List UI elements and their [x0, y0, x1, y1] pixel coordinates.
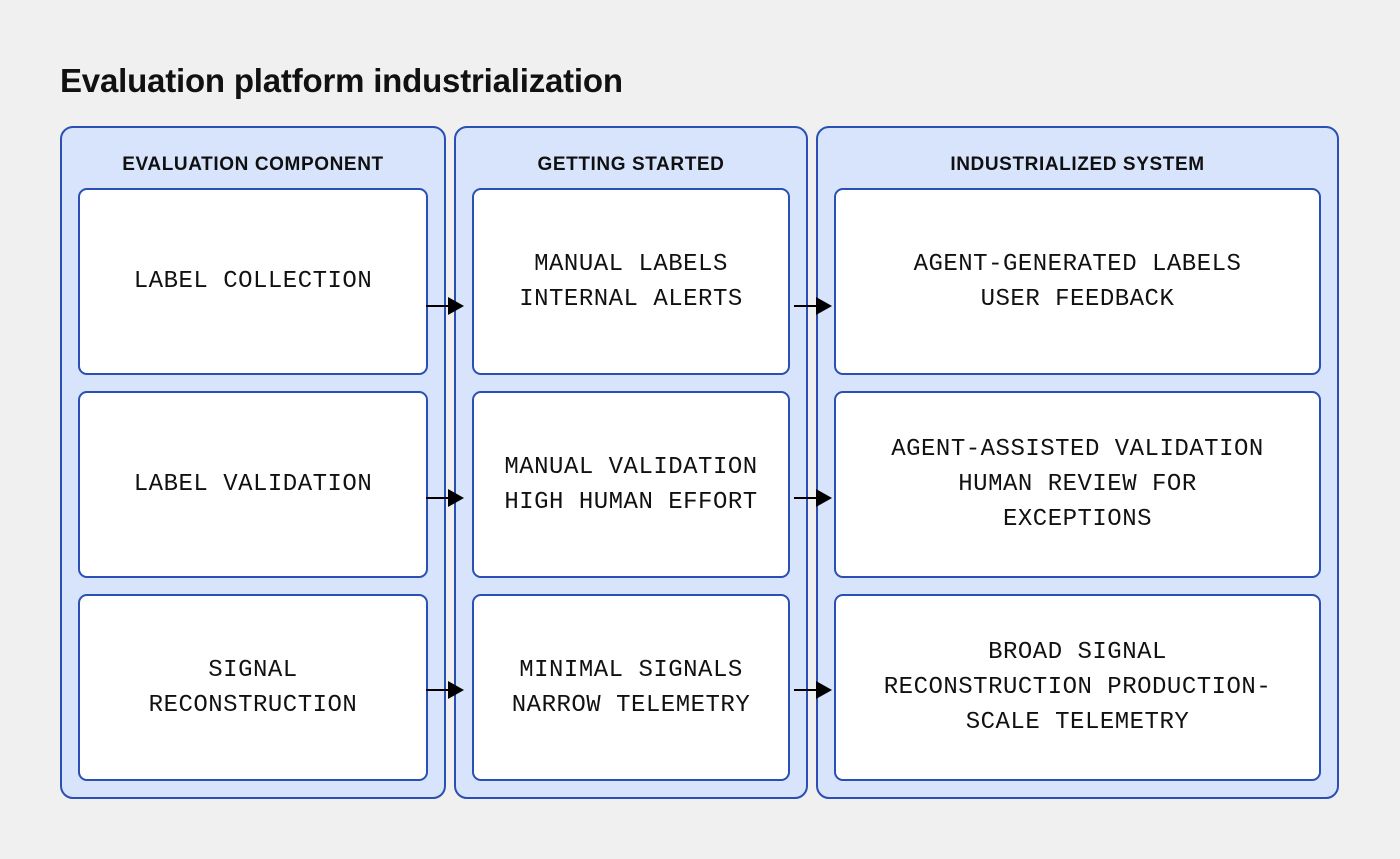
- page-title: Evaluation platform industrialization: [60, 62, 623, 99]
- cell-card[interactable]: BROAD SIGNAL RECONSTRUCTION PRODUCTION- …: [834, 594, 1321, 781]
- cell-text: LABEL COLLECTION: [133, 268, 373, 295]
- column-cells-evaluation-component: LABEL COLLECTION LABEL VALIDATION SIGNAL…: [78, 188, 428, 781]
- column-panel-evaluation-component: EVALUATION COMPONENT LABEL COLLECTION LA…: [60, 126, 446, 799]
- cell-text: MANUAL LABELS INTERNAL ALERTS: [519, 250, 743, 313]
- cell-text: SIGNAL RECONSTRUCTION: [148, 656, 358, 719]
- cell-card[interactable]: AGENT-ASSISTED VALIDATION HUMAN REVIEW F…: [834, 391, 1321, 578]
- cell-card[interactable]: MANUAL LABELS INTERNAL ALERTS: [472, 188, 790, 375]
- column-header-getting-started: GETTING STARTED: [537, 154, 725, 175]
- comparison-diagram: EVALUATION COMPONENT LABEL COLLECTION LA…: [60, 126, 1339, 799]
- cell-text: MANUAL VALIDATION HIGH HUMAN EFFORT: [504, 453, 758, 516]
- cell-card[interactable]: MANUAL VALIDATION HIGH HUMAN EFFORT: [472, 391, 790, 578]
- cell-card[interactable]: LABEL COLLECTION: [78, 188, 428, 375]
- cell-card[interactable]: LABEL VALIDATION: [78, 391, 428, 578]
- column-header-industrialized-system: INDUSTRIALIZED SYSTEM: [950, 154, 1205, 175]
- cell-text: LABEL VALIDATION: [133, 471, 373, 498]
- cell-text: MINIMAL SIGNALS NARROW TELEMETRY: [511, 656, 751, 719]
- column-header-evaluation-component: EVALUATION COMPONENT: [122, 154, 384, 175]
- column-cells-industrialized-system: AGENT-GENERATED LABELS USER FEEDBACK AGE…: [834, 188, 1321, 781]
- cell-text: AGENT-GENERATED LABELS USER FEEDBACK: [913, 250, 1242, 313]
- cell-card[interactable]: SIGNAL RECONSTRUCTION: [78, 594, 428, 781]
- cell-card[interactable]: AGENT-GENERATED LABELS USER FEEDBACK: [834, 188, 1321, 375]
- cell-text: BROAD SIGNAL RECONSTRUCTION PRODUCTION- …: [883, 639, 1272, 736]
- cell-card[interactable]: MINIMAL SIGNALS NARROW TELEMETRY: [472, 594, 790, 781]
- column-cells-getting-started: MANUAL LABELS INTERNAL ALERTS MANUAL VAL…: [472, 188, 790, 781]
- column-panel-getting-started: GETTING STARTED MANUAL LABELS INTERNAL A…: [454, 126, 808, 799]
- column-panel-industrialized-system: INDUSTRIALIZED SYSTEM AGENT-GENERATED LA…: [816, 126, 1339, 799]
- cell-text: AGENT-ASSISTED VALIDATION HUMAN REVIEW F…: [891, 436, 1264, 533]
